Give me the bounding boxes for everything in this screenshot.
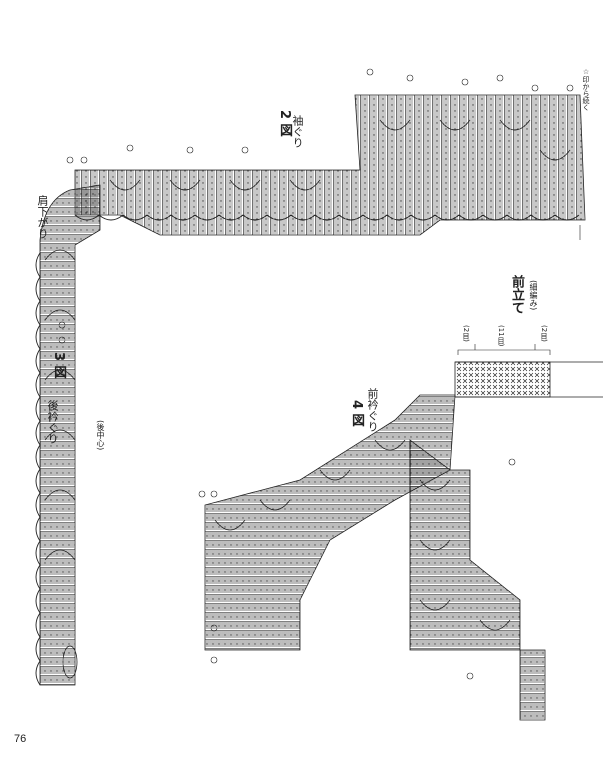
- fig3-start-loop: [62, 645, 78, 679]
- fig3-scallop-edge: [35, 252, 41, 686]
- page-number: 76: [14, 733, 27, 745]
- fig3-shoulder-label: 肩下がり: [36, 195, 49, 239]
- fig2-scallop-edge: [74, 214, 580, 221]
- fig4-chart: [198, 344, 603, 721]
- fig4-number: 4 図: [349, 400, 364, 427]
- fig4-title: 前衿ぐり: [366, 388, 379, 432]
- front-band-count-a: (2目): [462, 325, 470, 342]
- fig3-chart: [35, 156, 101, 686]
- fig4-shell-motifs: [214, 439, 511, 631]
- front-band-bracket: [457, 344, 551, 355]
- fig2-row-markers: [126, 68, 574, 154]
- fig3-title: 後衿ぐり: [46, 400, 59, 444]
- fig2-start-note: ☆印から続く: [582, 68, 590, 111]
- front-band-count-b: (11目): [497, 325, 505, 347]
- fig2-shell-motifs: [109, 119, 571, 191]
- fig2-title: 袖ぐり: [291, 115, 304, 148]
- fig3-row-markers: [58, 156, 88, 344]
- fig2-chart: [74, 68, 586, 240]
- fig3-back-neck-band: [39, 184, 101, 686]
- fig3-shell-motifs: [44, 249, 76, 561]
- front-band-title: 前立て: [509, 275, 524, 314]
- front-band-count-c: (2目): [540, 325, 548, 342]
- fig4-row-markers: [198, 458, 516, 680]
- fig2-armhole-band: [74, 94, 586, 236]
- front-band-subtitle: (細編み): [529, 280, 538, 311]
- fig3-number: 3 図: [51, 352, 66, 379]
- front-band-single-crochet: [454, 361, 551, 398]
- fig4-lower-panel: [409, 439, 546, 721]
- fig3-center-note: (後中心): [96, 420, 105, 451]
- fig2-number: 2 図: [277, 110, 292, 137]
